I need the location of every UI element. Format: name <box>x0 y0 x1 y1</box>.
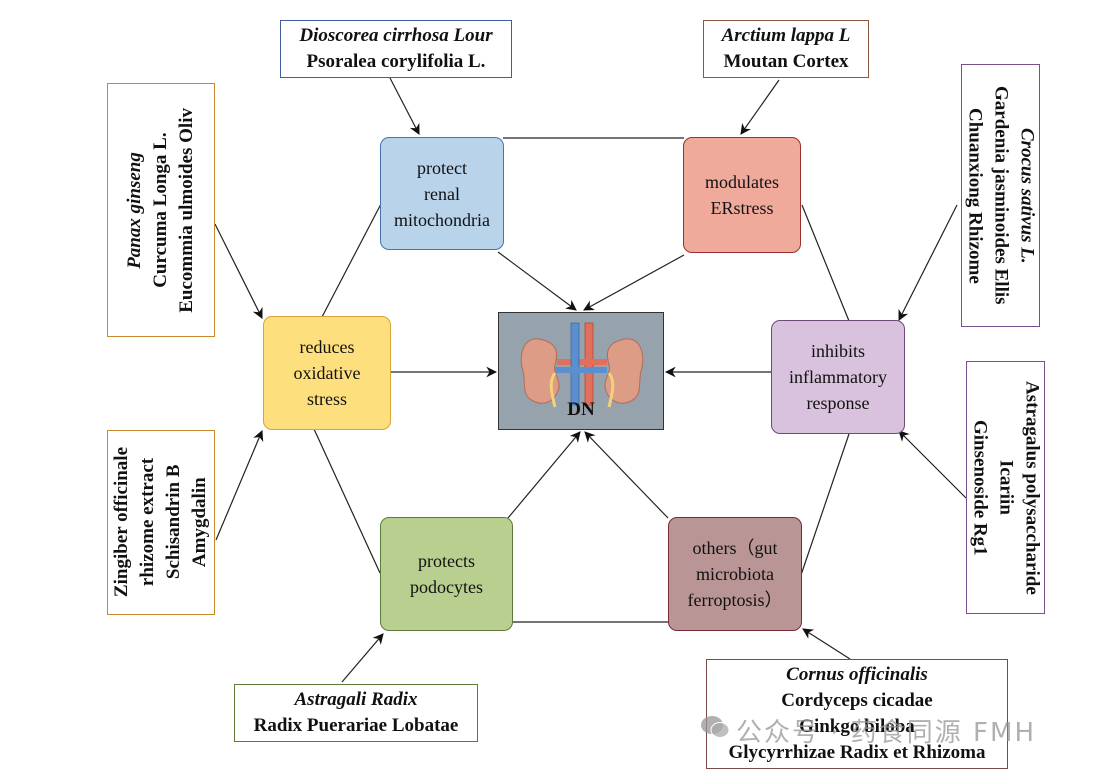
herb-box-mitochondria: Dioscorea cirrhosa Lour Psoralea corylif… <box>280 20 512 78</box>
herb-box-oxidative-2: Zingiber officinale rhizome extract Schi… <box>107 430 215 615</box>
herb-italic: Dioscorea cirrhosa Lour <box>299 25 493 46</box>
node-line: ERstress <box>710 198 774 218</box>
herb-italic: Arctium lappa L <box>721 25 851 46</box>
dn-label: DN <box>567 399 595 420</box>
wechat-icon <box>701 716 730 738</box>
herb-item: Icariin <box>995 460 1017 515</box>
herb-item: Curcuma Longa L. <box>150 132 171 288</box>
arrow-herb-oxid1 <box>214 223 263 319</box>
node-line: inhibits <box>810 341 865 361</box>
mechanism-others: others（gut microbiota ferroptosis） <box>668 517 802 631</box>
arrow-herb-inflam2 <box>898 430 967 499</box>
node-line: stress <box>306 389 347 409</box>
node-line: reduces <box>299 337 355 357</box>
mechanism-inhibits-inflammatory-response: inhibits inflammatory response <box>771 320 905 434</box>
node-line: podocytes <box>410 577 483 597</box>
herb-italic: Panax ginseng <box>124 151 145 269</box>
herb-box-podocytes: Astragali Radix Radix Puerariae Lobatae <box>234 684 478 742</box>
mechanism-modulates-er-stress: modulates ERstress <box>683 137 801 253</box>
herb-box-others: Cornus officinalis Cordyceps cicadae Gin… <box>706 659 1008 769</box>
herb-item: Chuanxiong Rhizome <box>964 107 986 284</box>
node-line: modulates <box>705 172 779 192</box>
arrow-podo-dn <box>507 431 581 519</box>
herb-italic: Crocus sativus L. <box>1016 127 1038 264</box>
mechanism-reduces-oxidative-stress: reduces oxidative stress <box>263 316 391 430</box>
node-line: oxidative <box>293 363 361 383</box>
herb-item: Radix Puerariae Lobatae <box>253 715 459 736</box>
node-line: protects <box>418 551 475 571</box>
watermark-text: 公众号 · 药食同源 FMH <box>736 718 1036 748</box>
link-er-inflam <box>801 204 850 322</box>
herb-item: Moutan Cortex <box>723 51 849 72</box>
arrow-mito-dn <box>497 251 577 311</box>
herb-item: Cordyceps cicadae <box>781 690 933 711</box>
herb-box-inflammatory-2: Astragalus polysaccharide Icariin Ginsen… <box>966 361 1045 614</box>
herb-item: Astragalus polysaccharide <box>1021 380 1043 595</box>
link-oxid-podo <box>313 428 381 574</box>
arrow-herb-er <box>740 79 780 135</box>
arrow-er-dn <box>583 254 685 311</box>
mechanism-protect-renal-mitochondria: protect renal mitochondria <box>380 137 504 250</box>
arrow-herb-oxid2 <box>215 430 264 541</box>
node-line: renal <box>424 183 460 204</box>
herb-item: Psoralea corylifolia L. <box>306 51 486 72</box>
kidney-icon <box>520 322 644 408</box>
herb-italic: Cornus officinalis <box>786 664 928 685</box>
herb-item: Gardenia jasminoides Ellis <box>990 86 1012 305</box>
herb-item: Ginsenoside Rg1 <box>969 419 991 556</box>
node-line: inflammatory <box>789 367 887 387</box>
node-line: mitochondria <box>394 209 490 230</box>
node-line: ferroptosis） <box>687 590 783 610</box>
arrow-others-dn <box>584 431 669 519</box>
herb-box-er-stress: Arctium lappa L Moutan Cortex <box>703 20 869 78</box>
herb-item: Schisandrin B <box>163 465 184 580</box>
herb-item: Eucommia ulmoides Oliv <box>176 107 197 313</box>
link-inflam-others <box>800 433 850 576</box>
dn-center-box: DN <box>498 312 664 430</box>
link-mito-oxid <box>321 201 383 318</box>
herb-item: Ginkgo biloba <box>799 716 915 737</box>
arrow-herb-podo <box>341 633 384 683</box>
node-line: others（gut <box>692 538 778 558</box>
herb-box-inflammatory-1: Crocus sativus L. Gardenia jasminoides E… <box>961 64 1040 327</box>
arrow-herb-mito <box>389 77 420 135</box>
herb-item: Glycyrrhizae Radix et Rhizoma <box>728 742 986 763</box>
herb-item: Amygdalin <box>189 477 210 568</box>
node-line: microbiota <box>696 564 774 584</box>
herb-italic: Astragali Radix <box>294 689 418 710</box>
herb-box-oxidative-1: Panax ginseng Curcuma Longa L. Eucommia … <box>107 83 215 337</box>
herb-item: rhizome extract <box>137 458 158 587</box>
arrow-herb-inflam1 <box>898 204 958 321</box>
arrow-herb-others <box>802 628 851 660</box>
node-line: protect <box>417 157 467 178</box>
node-line: response <box>806 393 870 413</box>
mechanism-protects-podocytes: protects podocytes <box>380 517 513 631</box>
herb-item: Zingiber officinale <box>111 447 132 598</box>
